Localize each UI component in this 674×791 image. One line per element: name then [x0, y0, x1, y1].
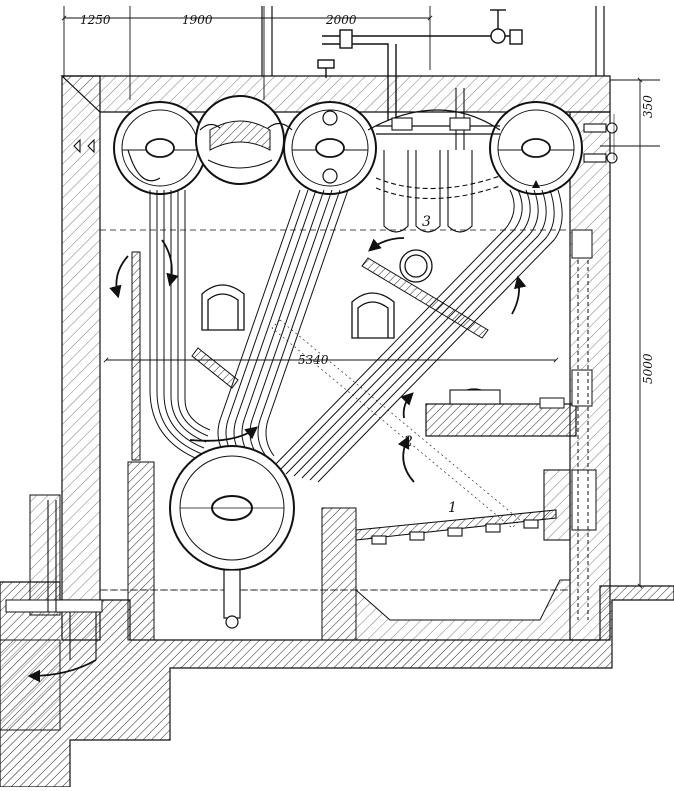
tube-bank-right — [269, 189, 563, 483]
frame-posts — [261, 6, 605, 76]
lower-drum — [169, 445, 295, 629]
upper-drum-1 — [113, 101, 207, 195]
tube-bank-left — [149, 190, 211, 461]
dimension-lines — [61, 6, 660, 589]
steam-piping — [317, 9, 523, 120]
dim-1250: 1250 — [80, 13, 111, 27]
label-grate: 1 — [448, 500, 457, 516]
brick-setting — [5, 75, 611, 641]
dim-2000: 2000 — [325, 13, 357, 27]
gas-flow-arrows — [27, 237, 527, 683]
dim-5000: 5000 — [641, 353, 655, 384]
dim-350: 350 — [641, 95, 655, 118]
label-furnace-zone: 2 — [403, 434, 413, 450]
grate — [355, 469, 571, 545]
upper-drum-2 — [195, 95, 285, 185]
label-superheater: 3 — [422, 214, 431, 230]
flue-outlet — [47, 500, 97, 660]
superheater — [375, 88, 501, 233]
upper-drum-3 — [283, 101, 377, 195]
foundation — [0, 581, 674, 788]
right-buckstay — [571, 229, 597, 620]
upper-drum-4 — [489, 101, 583, 195]
inspection-doors — [201, 249, 499, 401]
dim-5340: 5340 — [298, 353, 329, 367]
dim-1900: 1900 — [182, 13, 213, 27]
firing-door — [425, 389, 577, 437]
